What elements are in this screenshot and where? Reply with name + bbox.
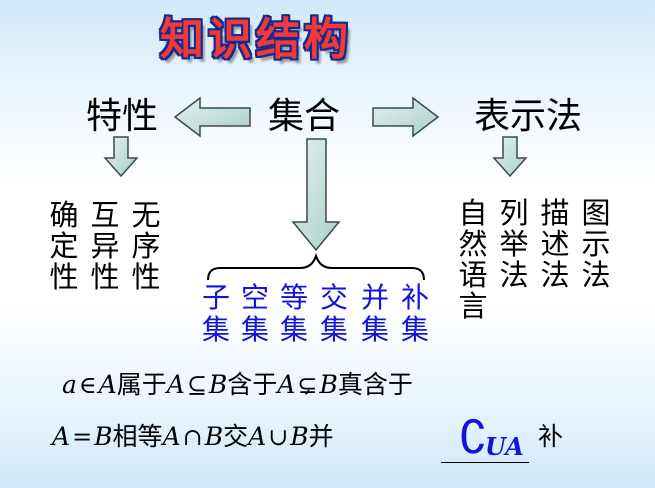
label-union: 并 xyxy=(308,422,334,451)
subsetneq-symbol: ⊊ xyxy=(297,371,318,399)
equals-symbol: = xyxy=(72,423,93,451)
complement-symbol: ∁ xyxy=(459,410,487,464)
var-A: A xyxy=(162,422,181,451)
subseteq-symbol: ⊆ xyxy=(186,371,207,399)
var-B: B xyxy=(94,422,113,451)
property-determinacy: 确定性 xyxy=(49,198,79,294)
relations-line-1: a∈A属于A⊆B含于A⊊B真含于 xyxy=(62,368,413,402)
arrow-representation-down xyxy=(492,136,528,178)
representation-enumeration: 列举法 xyxy=(499,196,529,292)
set-types-brace xyxy=(207,252,425,281)
node-representation: 表示法 xyxy=(474,96,583,137)
representation-diagram: 图示法 xyxy=(581,196,611,292)
set-type-complement: 补集 xyxy=(400,281,429,346)
node-properties: 特性 xyxy=(86,96,159,137)
cup-symbol: ∪ xyxy=(268,423,289,451)
set-type-intersection: 交集 xyxy=(319,281,348,346)
var-a: a xyxy=(62,370,77,399)
label-complement: 补 xyxy=(538,422,564,451)
set-type-union: 并集 xyxy=(360,281,389,346)
var-B: B xyxy=(319,370,338,399)
representation-natural-language: 自然语言 xyxy=(458,196,488,323)
var-B: B xyxy=(208,370,228,399)
var-B: B xyxy=(290,422,309,451)
representation-description: 描述法 xyxy=(540,196,570,292)
label-contained: 含于 xyxy=(227,370,278,399)
relations-line-2: A=B相等A∩B交A∪B并 xyxy=(52,420,334,454)
var-A: A xyxy=(277,370,296,399)
label-proper-subset: 真含于 xyxy=(337,370,413,399)
page-title: 知识结构 xyxy=(160,14,352,65)
var-A: A xyxy=(166,370,185,399)
var-B: B xyxy=(204,422,224,451)
label-intersection: 交 xyxy=(223,422,249,451)
arrow-set-to-representation xyxy=(372,96,440,138)
var-A: A xyxy=(248,422,267,451)
label-equal: 相等 xyxy=(112,422,163,451)
var-A: A xyxy=(52,422,71,451)
var-A: A xyxy=(98,370,117,399)
complement-subscript: UA xyxy=(485,432,524,461)
property-distinctness: 互异性 xyxy=(90,198,120,294)
arrow-set-to-properties xyxy=(173,96,251,138)
set-type-equal: 等集 xyxy=(279,281,308,346)
complement-notation: ∁ UA xyxy=(441,414,529,463)
arrow-set-down xyxy=(291,138,341,252)
arrow-properties-down xyxy=(103,136,139,178)
node-set: 集合 xyxy=(268,96,341,137)
label-belongs: 属于 xyxy=(116,370,167,399)
cap-symbol: ∩ xyxy=(182,423,203,451)
in-symbol: ∈ xyxy=(78,371,97,399)
property-unordered: 无序性 xyxy=(131,198,161,294)
set-type-empty: 空集 xyxy=(240,281,269,346)
set-type-subset: 子集 xyxy=(201,281,230,346)
